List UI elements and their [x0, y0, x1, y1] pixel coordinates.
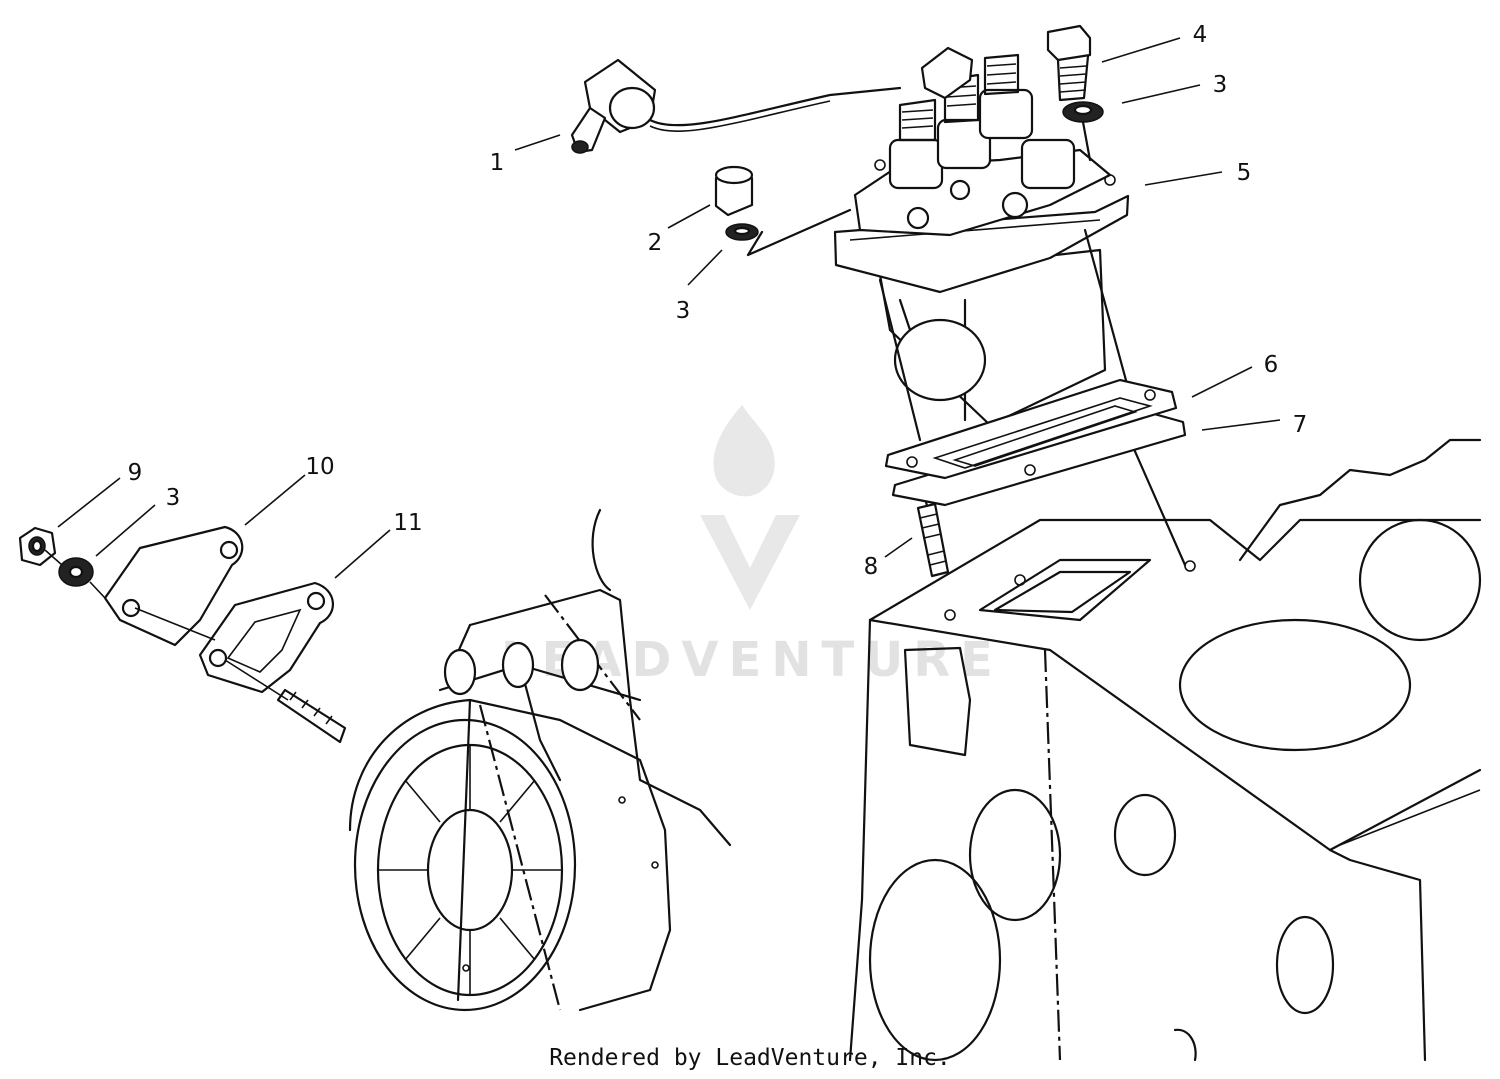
- callout-4: 4: [1193, 22, 1208, 48]
- render-credit: Rendered by LeadVenture, Inc.: [549, 1045, 951, 1071]
- callout-2: 2: [648, 230, 663, 256]
- stud: [916, 502, 950, 578]
- callout-3: 3: [676, 298, 691, 324]
- injection-pump: [833, 46, 1187, 567]
- callout-11: 11: [393, 510, 422, 536]
- callout-7: 7: [1293, 412, 1308, 438]
- engine-block: [848, 438, 1482, 1062]
- callout-6: 6: [1264, 352, 1279, 378]
- gear-housing: [348, 508, 732, 1012]
- callout-1: 1: [490, 150, 505, 176]
- callout-3: 3: [166, 485, 181, 511]
- callout-5: 5: [1237, 160, 1252, 186]
- callout-8: 8: [864, 554, 879, 580]
- leader-lines: [57, 37, 1281, 579]
- bleed-screw: [714, 165, 852, 257]
- callout-9: 9: [128, 460, 143, 486]
- fuel-fitting: [570, 58, 902, 154]
- pump-gaskets: [884, 378, 1187, 507]
- leadventure-watermark-logo: [700, 405, 800, 610]
- callout-10: 10: [305, 454, 334, 480]
- callout-3: 3: [1213, 72, 1228, 98]
- callout-numbers: 1 2 3 3 3 4 5 6 7 8 9 10 11: [128, 22, 1308, 580]
- side-cover-parts: [18, 525, 347, 744]
- hollow-bolt: [1046, 24, 1104, 162]
